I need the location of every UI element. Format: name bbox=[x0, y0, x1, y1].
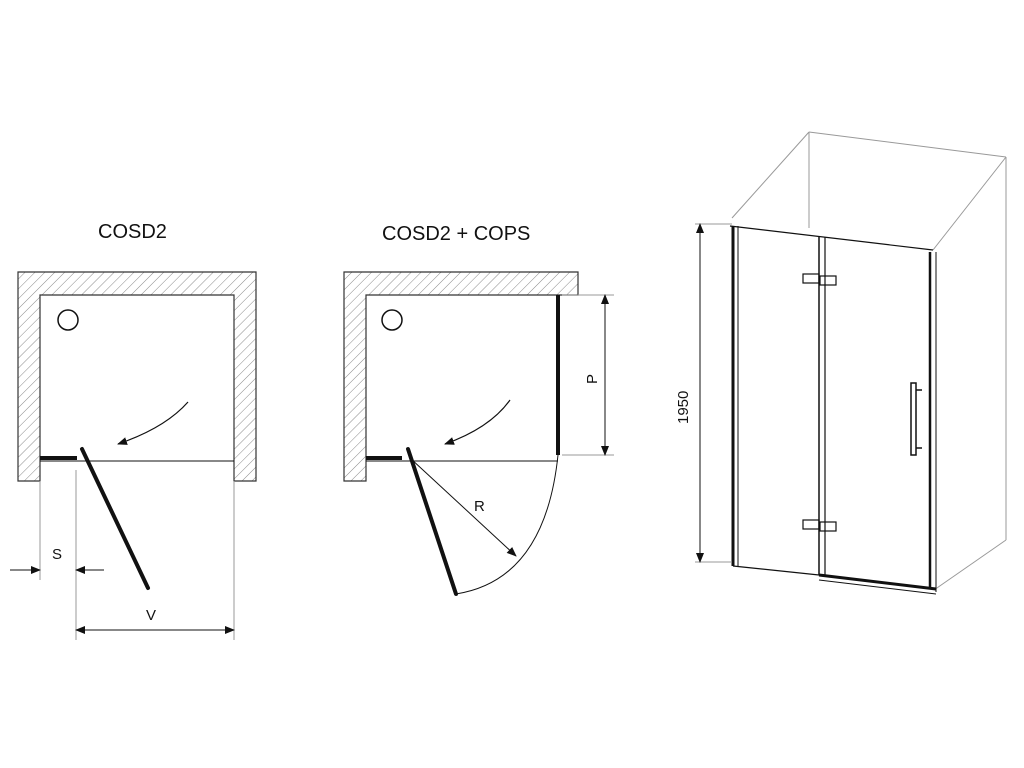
cosd2-cops-plan-view: COSD2 + COPS R P bbox=[343, 223, 614, 596]
swing-direction-arrow bbox=[117, 401, 189, 445]
room-edge bbox=[932, 156, 1007, 251]
perspective-view: 1950 bbox=[675, 131, 1007, 595]
dimension-height-label: 1950 bbox=[675, 391, 692, 424]
wall-hatched bbox=[343, 271, 579, 482]
door-top-frame bbox=[729, 225, 934, 251]
room-edge bbox=[808, 131, 1007, 158]
room-edge bbox=[731, 131, 810, 219]
cosd2-title: COSD2 bbox=[98, 221, 167, 243]
drain-icon bbox=[57, 309, 79, 331]
swing-door bbox=[406, 447, 458, 596]
hinge-lower-right bbox=[819, 521, 837, 532]
swing-arc bbox=[455, 454, 559, 595]
dimension-v-label: V bbox=[146, 607, 156, 624]
door-bottom bbox=[818, 579, 937, 595]
hinge-upper-left bbox=[802, 273, 820, 284]
dimension-p-label: P bbox=[584, 374, 601, 384]
hinge-lower-left bbox=[802, 519, 820, 530]
dimension-r-label: R bbox=[474, 498, 485, 515]
swing-direction-arrow bbox=[444, 399, 511, 445]
hinge-upper-right bbox=[819, 275, 837, 286]
door-bottom bbox=[818, 573, 937, 591]
wall-hatched bbox=[17, 271, 257, 482]
cosd2-plan-view: COSD2 S V bbox=[10, 221, 257, 640]
drain-icon bbox=[381, 309, 403, 331]
cosd2-cops-title: COSD2 + COPS bbox=[382, 223, 530, 245]
dimension-s-label: S bbox=[52, 546, 62, 563]
swing-door bbox=[80, 447, 150, 590]
door-bottom bbox=[732, 565, 820, 576]
door-handle bbox=[910, 382, 917, 456]
room-edge bbox=[933, 539, 1007, 591]
radius-line bbox=[409, 457, 517, 557]
